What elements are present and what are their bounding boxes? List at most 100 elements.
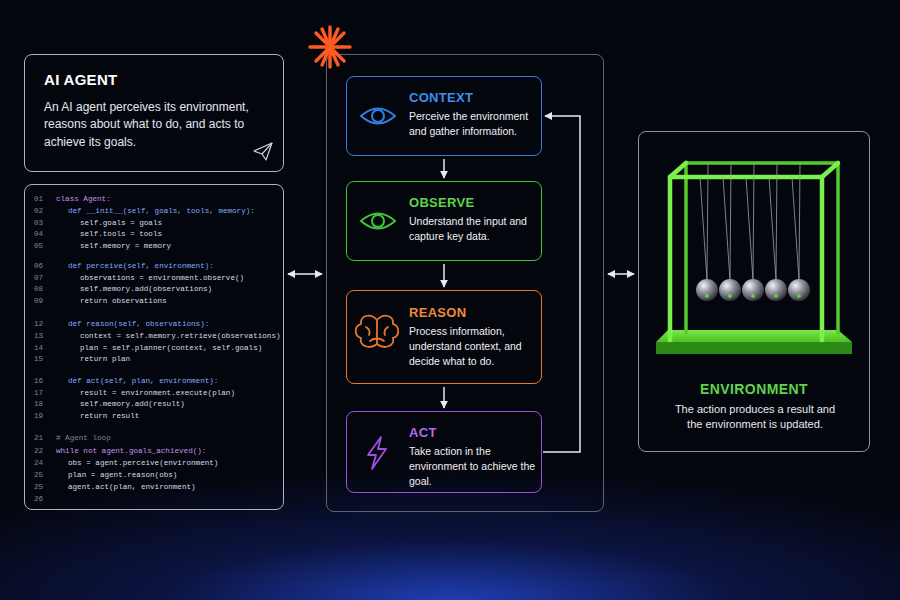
step-box: CONTEXT Perceive the environment and gath… [346, 76, 542, 156]
code-line: class Agent: [56, 194, 111, 204]
code-line: agent.act(plan, environment) [68, 482, 196, 492]
brain-icon [356, 316, 377, 347]
eye-icon [372, 110, 384, 122]
code-line: self.memory.add(observations) [80, 284, 212, 294]
box-body: An AI agent perceives its environment, r… [44, 99, 272, 151]
code-line: plan = self.planner(context, self.goals) [80, 343, 262, 353]
newtons-cradle-illustration [705, 294, 801, 298]
newtons-cradle-illustration [776, 163, 777, 280]
newtons-cradle-illustration [719, 279, 741, 301]
intro-box: AI AGENT An AI agent perceives its enviro… [24, 54, 284, 172]
code-line: observations = environment.observe() [80, 273, 244, 283]
line-number: 04 [34, 229, 43, 239]
logo-asterisk [316, 33, 344, 61]
newtons-cradle-illustration [723, 177, 730, 280]
brain-icon [377, 316, 398, 347]
loop-arrow [543, 116, 580, 452]
box-heading: AI AGENT [44, 71, 118, 88]
line-number: 02 [34, 206, 43, 216]
code-line: def __init__(self, goals, tools, memory)… [68, 206, 255, 216]
brain-icon [384, 327, 388, 335]
code-line: self.goals = goals [80, 218, 162, 228]
box-body: The action produces a result and the env… [667, 402, 843, 433]
step-box: OBSERVE Understand the input and capture … [346, 181, 542, 261]
line-number: 25 [34, 482, 43, 492]
line-number: 15 [34, 354, 43, 364]
newtons-cradle-illustration [670, 175, 822, 180]
newtons-cradle-illustration [670, 163, 686, 177]
newtons-cradle-illustration [769, 177, 776, 280]
line-number: 08 [34, 284, 43, 294]
newtons-cradle-illustration [822, 163, 838, 177]
code-line: def act(self, plan, environment): [68, 376, 218, 386]
box-heading: ACT [409, 425, 437, 440]
logo-asterisk [322, 29, 338, 65]
newtons-cradle-illustration [656, 342, 852, 354]
newtons-cradle-illustration [765, 279, 787, 301]
newtons-cradle-illustration [700, 163, 800, 280]
newtons-cradle-illustration [730, 163, 731, 280]
code-line: return plan [80, 354, 130, 364]
newtons-cradle-illustration [686, 163, 838, 333]
box-body: Process information, understand context,… [409, 324, 539, 370]
line-number: 12 [34, 319, 43, 329]
newtons-cradle-illustration [792, 177, 799, 280]
line-number: 16 [34, 376, 43, 386]
code-line: result = environment.execute(plan) [80, 388, 235, 398]
newtons-cradle-illustration [656, 330, 852, 342]
code-line: # Agent loop [56, 433, 111, 443]
newtons-cradle-illustration [656, 163, 852, 354]
brain-icon [376, 320, 378, 344]
paper-plane-icon [254, 143, 272, 160]
step-box: REASON Process information, understand co… [346, 290, 542, 384]
box-heading: REASON [409, 305, 466, 320]
code-panel: class Agent: def __init__(self, goals, to… [24, 184, 284, 510]
newtons-cradle-illustration [696, 279, 718, 301]
newtons-cradle-illustration [700, 177, 707, 280]
line-number: 01 [34, 194, 43, 204]
newtons-cradle-illustration [753, 163, 754, 280]
code-line: self.memory.add(result) [80, 399, 185, 409]
newtons-cradle-illustration [686, 161, 838, 165]
code-line: context = self.memory.retrieve(observati… [80, 331, 281, 341]
code-line: self.tools = tools [80, 229, 162, 239]
paper-plane-icon [254, 143, 272, 160]
paper-plane-icon [262, 143, 272, 154]
flow-arrow [443, 264, 445, 287]
newtons-cradle-illustration [746, 177, 753, 280]
code-line: while not agent.goals_achieved(): [56, 446, 206, 456]
lightning-icon [368, 437, 386, 469]
line-number: 14 [34, 343, 43, 353]
line-number: 13 [34, 331, 43, 341]
box-heading: CONTEXT [409, 90, 473, 105]
line-number: 25 [34, 470, 43, 480]
newtons-cradle-illustration [799, 163, 800, 280]
code-line: def reason(self, observations): [68, 319, 209, 329]
box-body: Perceive the environment and gather info… [409, 109, 539, 139]
box-body: Understand the input and capture key dat… [409, 214, 539, 244]
environment-box: ENVIRONMENTThe action produces a result … [638, 131, 870, 452]
newtons-cradle-illustration [774, 294, 778, 298]
logo-asterisk [316, 33, 344, 61]
eye-icon [361, 109, 395, 124]
box-heading: OBSERVE [409, 195, 474, 210]
eye-icon [361, 214, 395, 229]
eye-icon [361, 109, 395, 124]
line-number: 17 [34, 388, 43, 398]
brain-icon [370, 339, 377, 341]
newtons-cradle-illustration [797, 294, 801, 298]
flow-arrow [443, 387, 445, 408]
newtons-cradle-illustration [707, 163, 708, 280]
line-number: 21 [34, 433, 43, 443]
newtons-cradle-illustration [668, 177, 673, 340]
newtons-cradle-illustration [751, 294, 755, 298]
newtons-cradle-illustration [788, 279, 810, 301]
newtons-cradle-illustration [728, 294, 732, 298]
brain-icon [366, 327, 370, 335]
code-line: self.memory = memory [80, 241, 171, 251]
logo-asterisk [328, 27, 331, 67]
newtons-cradle-illustration [670, 163, 838, 340]
newtons-cradle-illustration [705, 294, 709, 298]
flow-arrow [443, 159, 445, 178]
